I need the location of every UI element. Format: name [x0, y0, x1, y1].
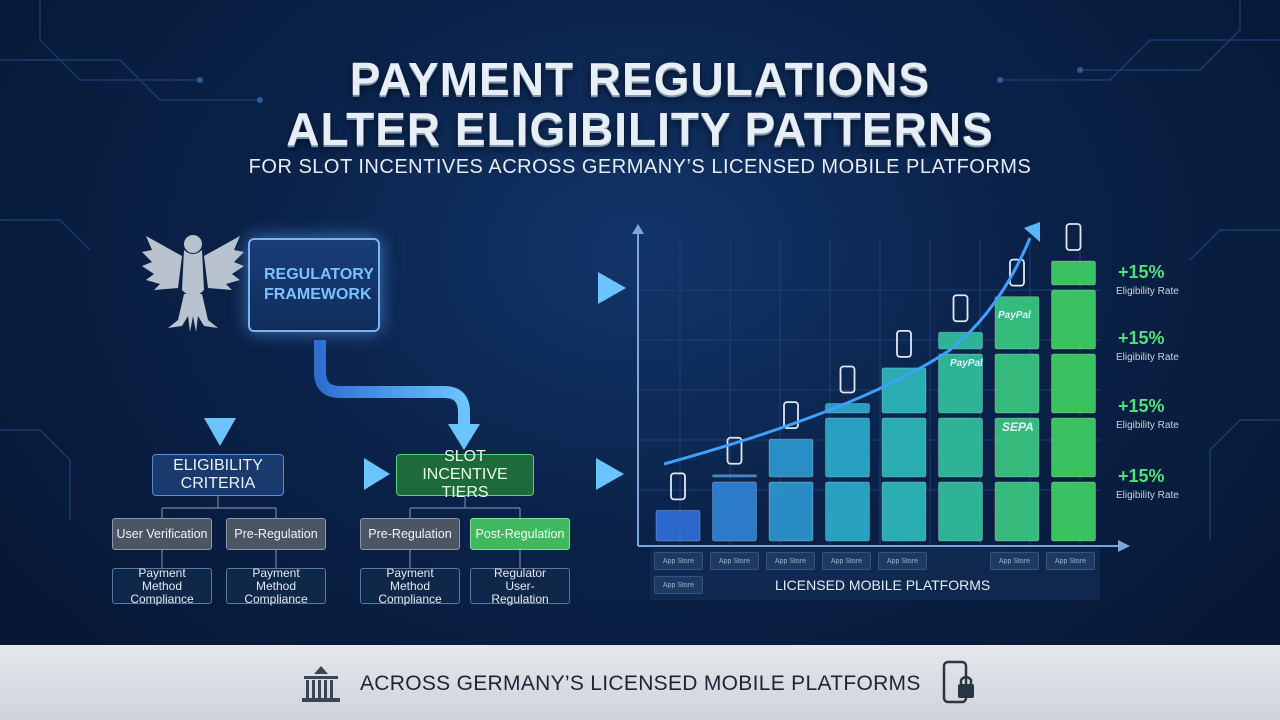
bar-6-segment-1	[938, 481, 983, 542]
bar-chart	[632, 222, 1130, 552]
paypal-brand-label-2: PayPal	[998, 310, 1031, 321]
pre-regulation-pill-right: Pre-Regulation	[360, 518, 460, 550]
store-badge-6: App Store	[990, 552, 1039, 570]
phone-icon-4	[839, 365, 856, 394]
store-badge-5: App Store	[878, 552, 927, 570]
flow-arrows	[204, 272, 626, 490]
bar-4-segment-1	[825, 481, 870, 542]
regulator-user-regulation-card: Regulator User-Regulation	[470, 566, 570, 605]
pct-annotation-label-4: Eligibility Rate	[1116, 490, 1179, 501]
bar-6-segment-2	[938, 417, 983, 478]
bar-8-segment-1	[1051, 481, 1096, 542]
tree-connectors	[161, 496, 521, 568]
phone-icon-2	[726, 436, 743, 465]
y-axis-arrow-icon	[632, 224, 644, 234]
bar-8-segment-2	[1051, 417, 1096, 478]
pct-annotation-2: +15%	[1118, 328, 1165, 348]
user-verification-pill: User Verification	[112, 518, 212, 550]
phone-icon-6	[952, 294, 969, 323]
payment-method-compliance-card-2: Payment Method Compliance	[226, 566, 326, 605]
bar-2-segment-2	[712, 474, 757, 478]
pct-annotation-label-2: Eligibility Rate	[1116, 352, 1179, 363]
bar-1-segment-1	[655, 509, 701, 542]
slot-incentive-tiers-label: SLOT INCENTIVE TIERS	[422, 448, 508, 501]
bars-layer	[655, 223, 1096, 542]
circuit-background	[0, 0, 1280, 540]
slot-incentive-tiers-box: SLOT INCENTIVE TIERS	[396, 448, 534, 501]
mobile-lock-icon	[942, 660, 974, 704]
pct-annotation-4: +15%	[1118, 466, 1165, 486]
store-badge-3: App Store	[766, 552, 815, 570]
bar-5-segment-2	[881, 417, 927, 478]
bar-8-segment-5	[1051, 260, 1096, 286]
bar-5-segment-3	[881, 367, 927, 414]
german-eagle-icon	[142, 235, 244, 332]
eligibility-criteria-box: ELIGIBILITY CRITERIA	[152, 454, 284, 496]
regulatory-framework-box: REGULATORY FRAMEWORK	[248, 238, 380, 332]
payment-method-compliance-card-3: Payment Method Compliance	[360, 566, 460, 605]
trend-arrow-head	[1024, 222, 1040, 242]
bar-7-segment-2	[994, 417, 1040, 478]
pct-annotation-label-1: Eligibility Rate	[1116, 286, 1179, 297]
payment-method-compliance-card-1: Payment Method Compliance	[112, 566, 212, 605]
sepa-brand-label: SEPA	[1002, 420, 1034, 434]
platforms-label: LICENSED MOBILE PLATFORMS	[775, 577, 991, 593]
title-line-1: PAYMENT REGULATIONS	[349, 53, 931, 105]
bar-5-segment-1	[881, 481, 927, 542]
phone-icon-1	[670, 472, 686, 501]
store-badge-8: App Store	[654, 576, 703, 594]
phone-icon-7	[1009, 258, 1025, 287]
x-axis-arrow-icon	[1118, 540, 1130, 552]
phone-icon-5	[896, 329, 912, 358]
store-badge-7: App Store	[1046, 552, 1095, 570]
store-badge-2: App Store	[710, 552, 759, 570]
store-badge-1: App Store	[654, 552, 703, 570]
post-regulation-pill: Post-Regulation	[470, 518, 570, 550]
eligibility-criteria-label: ELIGIBILITY CRITERIA	[173, 457, 263, 492]
bar-3-segment-1	[768, 481, 814, 542]
regulatory-framework-label: REGULATORY FRAMEWORK	[264, 266, 374, 303]
bar-7-segment-1	[994, 481, 1040, 542]
bar-3-segment-2	[768, 438, 814, 478]
phone-icon-8	[1065, 223, 1082, 251]
phone-icon-3	[783, 401, 799, 430]
pct-annotation-1: +15%	[1118, 262, 1165, 282]
title-line-2: ALTER ELIGIBILITY PATTERNS	[286, 103, 994, 155]
subtitle: FOR SLOT INCENTIVES ACROSS GERMANY’S LIC…	[248, 156, 1032, 178]
bar-7-segment-4	[994, 296, 1040, 350]
bar-6-segment-3	[938, 353, 983, 414]
bar-8-segment-3	[1051, 353, 1096, 414]
bar-7-segment-3	[994, 353, 1040, 414]
footer-text: ACROSS GERMANY’S LICENSED MOBILE PLATFOR…	[360, 672, 921, 695]
bar-4-segment-2	[825, 417, 870, 478]
store-badge-4: App Store	[822, 552, 871, 570]
bar-8-segment-4	[1051, 289, 1096, 350]
bar-2-segment-1	[712, 481, 757, 542]
pre-regulation-pill-left: Pre-Regulation	[226, 518, 326, 550]
paypal-brand-label-1: PayPal	[950, 358, 983, 369]
trend-arrow	[663, 237, 1032, 466]
footer-bar	[0, 645, 1280, 720]
pct-annotation-label-3: Eligibility Rate	[1116, 420, 1179, 431]
pct-annotation-3: +15%	[1118, 396, 1165, 416]
parliament-building-icon	[302, 666, 340, 702]
